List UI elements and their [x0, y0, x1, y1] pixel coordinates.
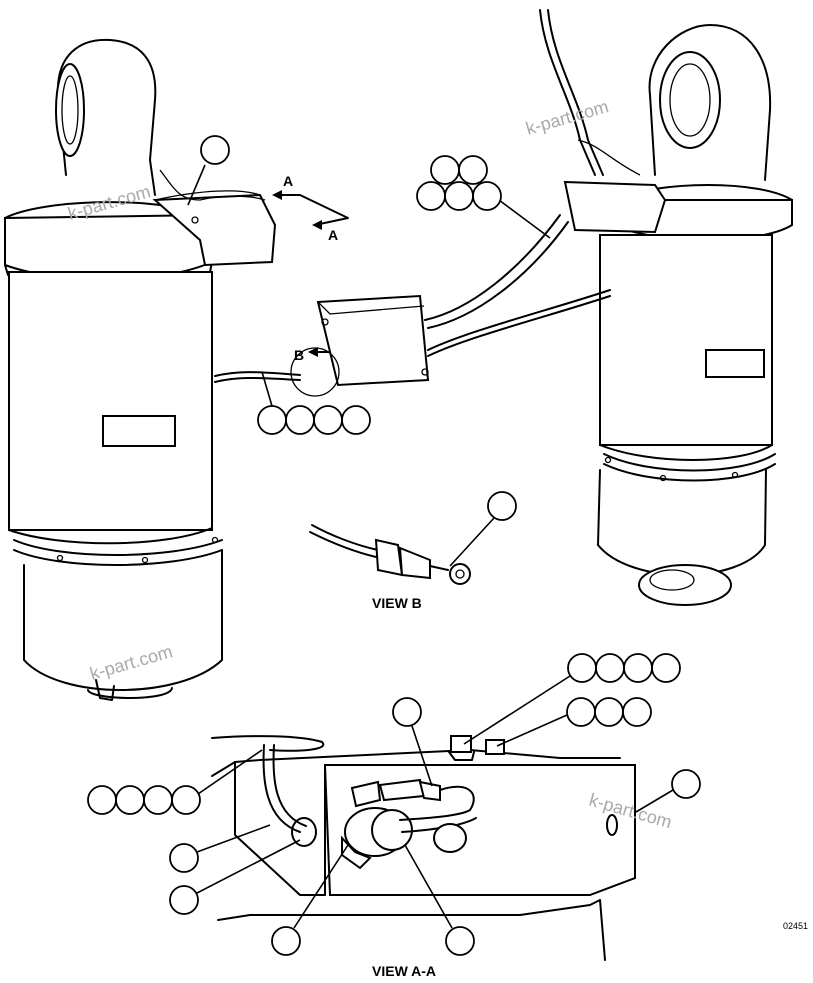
callout-middle-left-4 — [257, 371, 371, 435]
section-arrows: A A B — [272, 173, 349, 363]
callout-balloon — [458, 155, 488, 185]
callout-balloon — [169, 843, 199, 873]
callout-aa-right — [635, 769, 701, 813]
callout-balloon — [143, 785, 173, 815]
label-a-top: A — [283, 173, 293, 189]
label-a-bottom: A — [328, 227, 338, 243]
callout-top-left — [187, 135, 230, 206]
view-b-detail: VIEW B — [309, 524, 471, 611]
callout-aa-mid-3 — [496, 697, 652, 747]
callout-aa-left-a — [169, 824, 271, 873]
callout-balloon — [444, 181, 474, 211]
right-cylinder — [563, 24, 793, 606]
callout-balloon — [595, 653, 625, 683]
view-a-a-detail: VIEW A-A 02451 — [211, 735, 808, 979]
view-a-a-caption: VIEW A-A — [372, 963, 436, 978]
callout-aa-top-4 — [463, 653, 681, 745]
callout-aa-bottom-left — [271, 844, 349, 956]
arrow-head-a-top — [272, 190, 282, 200]
view-b-caption: VIEW B — [372, 595, 422, 611]
callout-balloon — [622, 697, 652, 727]
callout-top-center — [416, 155, 551, 239]
callout-balloon — [313, 405, 343, 435]
arrow-head-b — [308, 347, 318, 357]
arrow-head-a-bottom — [312, 220, 322, 230]
callout-aa-top-single — [392, 697, 433, 787]
figure-code: 02451 — [783, 921, 808, 931]
left-cylinder — [4, 38, 277, 701]
callout-aa-left-b — [169, 839, 301, 915]
callout-balloon — [445, 926, 475, 956]
callout-balloon — [671, 769, 701, 799]
callout-balloon — [271, 926, 301, 956]
hoses — [159, 9, 641, 383]
callout-balloon — [623, 653, 653, 683]
callout-balloon — [487, 491, 517, 521]
watermark-3: k-part.com — [88, 641, 175, 684]
balloon — [200, 135, 230, 165]
callout-view-b — [449, 491, 517, 567]
callout-balloon — [341, 405, 371, 435]
callout-balloon — [257, 405, 287, 435]
callout-balloon — [169, 885, 199, 915]
control-box — [290, 294, 430, 397]
callout-balloon — [430, 155, 460, 185]
callout-balloon — [171, 785, 201, 815]
callout-balloon — [87, 785, 117, 815]
callout-balloon — [566, 697, 596, 727]
callout-balloon — [567, 653, 597, 683]
label-b: B — [294, 347, 304, 363]
callout-balloon — [285, 405, 315, 435]
callout-balloon — [416, 181, 446, 211]
callout-balloon — [115, 785, 145, 815]
callout-balloon — [392, 697, 422, 727]
callout-aa-bottom-right — [404, 844, 475, 956]
callout-aa-left-4 — [87, 749, 263, 815]
callout-balloon — [594, 697, 624, 727]
callout-balloon — [472, 181, 502, 211]
callout-balloon — [651, 653, 681, 683]
